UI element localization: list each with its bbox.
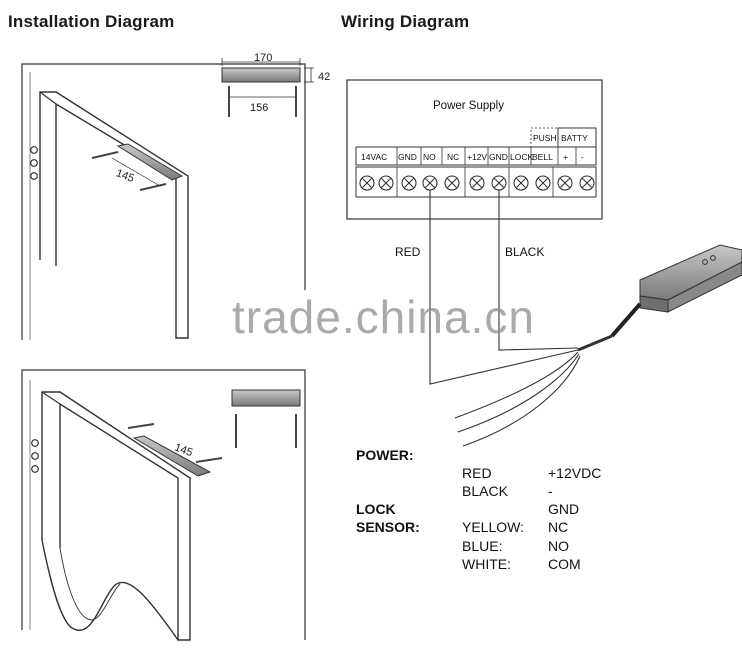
- lock-led-icon: [710, 255, 716, 261]
- legend-power-color: BLACK: [462, 483, 508, 499]
- bottom-installation-drawing: [21, 369, 306, 641]
- terminal-label: LOCK: [510, 152, 533, 162]
- legend-power-value: - GND: [548, 483, 580, 517]
- legend-sensor-color: YELLOW:: [462, 519, 524, 535]
- red-wire-label: RED: [395, 245, 421, 259]
- power-supply-title: Power Supply: [433, 100, 504, 112]
- dimension-145-top: 145: [114, 167, 135, 185]
- terminal-label: +: [563, 152, 568, 162]
- armature-plate-top: [91, 143, 184, 191]
- legend-sensor-value: COM: [548, 556, 581, 572]
- power-supply-box: [346, 79, 603, 220]
- door-frame-top: [21, 63, 306, 340]
- black-wire: [498, 190, 579, 351]
- magnetic-lock-bottom: [231, 389, 301, 448]
- terminal-screw-icon: [444, 175, 460, 191]
- terminal-screw-icon: [469, 175, 485, 191]
- installation-diagram-title: Installation Diagram: [8, 12, 175, 31]
- red-wire: [429, 190, 579, 385]
- legend-power-color: RED: [462, 465, 492, 481]
- hinge-icon: [31, 439, 39, 447]
- magnetic-lock-top: [221, 58, 314, 117]
- wiring-diagram-title: Wiring Diagram: [341, 12, 470, 31]
- dimension-145-bottom: 145: [173, 442, 194, 460]
- power-heading: POWER:: [356, 447, 414, 463]
- door-panel-top: [39, 91, 189, 339]
- lock-led-icon: [702, 259, 708, 265]
- terminal-label: GND: [398, 152, 417, 162]
- terminal-label: GND: [489, 152, 508, 162]
- terminal-label: +12V: [467, 152, 487, 162]
- lock-sensor-heading: LOCK SENSOR:: [356, 501, 420, 535]
- terminal-screws: [359, 175, 595, 191]
- terminal-label: -: [581, 152, 584, 162]
- terminal-screw-icon: [513, 175, 529, 191]
- hinge-icon: [30, 159, 38, 167]
- terminal-screw-icon: [378, 175, 394, 191]
- blue-wire: [457, 353, 580, 433]
- terminal-screw-icon: [401, 175, 417, 191]
- terminal-screw-icon: [579, 175, 595, 191]
- armature-plate-bottom: [127, 423, 223, 477]
- terminal-screw-icon: [535, 175, 551, 191]
- dimension-156: 156: [250, 102, 268, 114]
- hinge-icon: [31, 452, 39, 460]
- cable-trunk: [577, 334, 613, 352]
- wires: [429, 190, 613, 447]
- push-label: PUSH: [533, 133, 557, 143]
- door-frame-bottom: [21, 369, 306, 640]
- hinge-icon: [31, 465, 39, 473]
- watermark-text: trade.china.cn: [232, 291, 535, 343]
- terminal-label: NO: [423, 152, 436, 162]
- dimension-42: 42: [318, 71, 330, 83]
- terminal-label: BELL: [532, 152, 553, 162]
- legend-sensor-color: BLUE:: [462, 538, 503, 554]
- black-wire-label: BLACK: [505, 245, 544, 259]
- top-installation-drawing: [21, 63, 306, 340]
- terminal-screw-icon: [491, 175, 507, 191]
- terminal-label: 14VAC: [361, 152, 387, 162]
- magnetic-lock-wiring: [610, 244, 742, 338]
- dimension-170: 170: [254, 52, 272, 64]
- legend-sensor-value: NC: [548, 519, 569, 535]
- legend-sensor-color: WHITE:: [462, 556, 511, 572]
- legend-sensor-value: NO: [548, 538, 569, 554]
- white-wire: [462, 355, 581, 447]
- terminal-screw-icon: [557, 175, 573, 191]
- terminal-label: NC: [447, 152, 459, 162]
- legend-power-value: +12VDC: [548, 465, 602, 481]
- hinge-icon: [30, 172, 38, 180]
- door-panel-bottom: [41, 391, 191, 641]
- yellow-wire: [454, 351, 579, 419]
- battery-label: BATTY: [561, 133, 588, 143]
- hinge-icon: [30, 146, 38, 154]
- terminal-screw-icon: [359, 175, 375, 191]
